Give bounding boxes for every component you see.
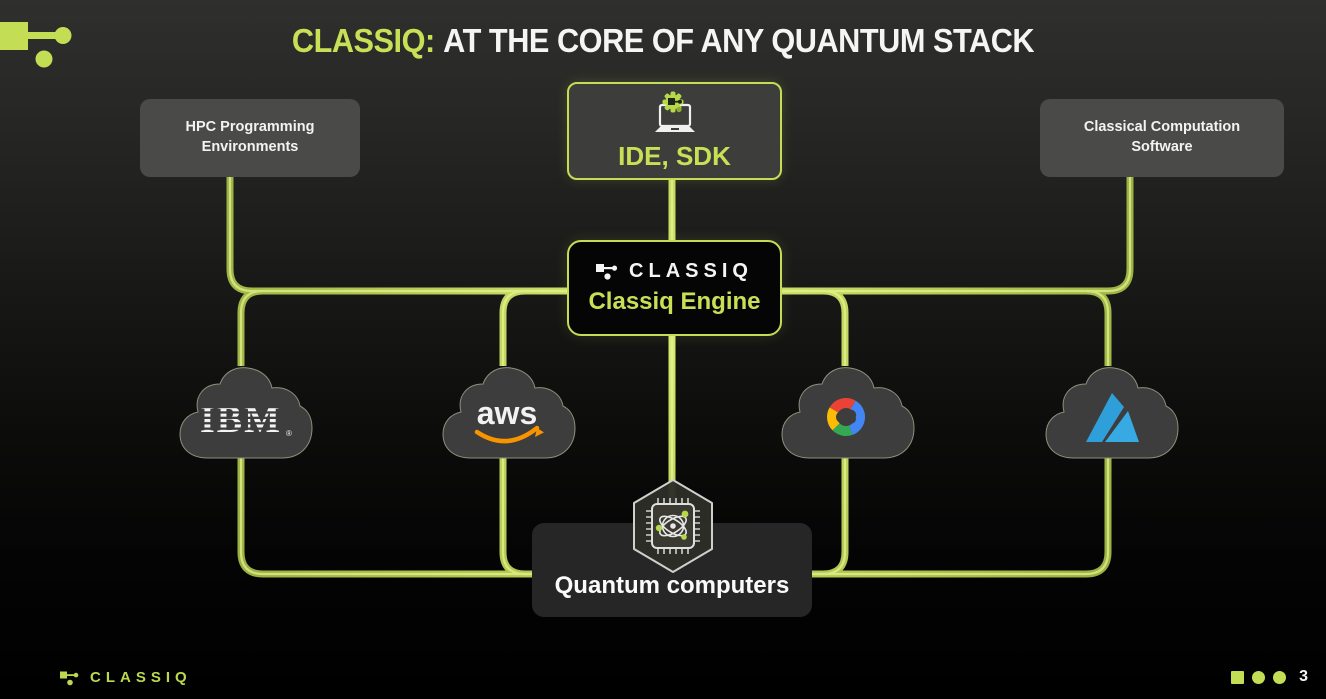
node-classical-label: Classical Computation Software	[1083, 119, 1241, 155]
ibm-logo-text: IBM	[200, 399, 282, 441]
page-number: 3	[1299, 668, 1308, 685]
cloud-shape-icon	[442, 367, 576, 459]
gear-icon	[662, 91, 683, 112]
node-classiq-engine: CLASSIQ Classiq Engine	[567, 240, 782, 336]
classiq-mark-icon	[596, 264, 618, 280]
google-cloud-logo-icon	[827, 398, 866, 437]
ibm-cloud: IBM ®	[174, 362, 314, 466]
quantum-chip-hexagon-icon	[633, 479, 713, 573]
title-brand: CLASSIQ:	[291, 22, 435, 59]
azure-logo-icon	[1086, 393, 1139, 442]
pagination-dot	[1252, 670, 1266, 684]
node-hpc-label: HPC Programming Environments	[185, 119, 315, 155]
aws-logo-icon: aws	[474, 395, 544, 444]
laptop-gear-icon	[654, 91, 695, 132]
classiq-brand-word: CLASSIQ	[629, 260, 753, 282]
ibm-registered-mark: ®	[286, 429, 292, 438]
title-text: AT THE CORE OF ANY QUANTUM STACK	[443, 22, 1035, 59]
classiq-mark-icon	[60, 671, 79, 685]
node-ide-label: IDE, SDK	[618, 140, 731, 171]
node-ide-sdk: IDE, SDK	[567, 82, 782, 180]
node-classical-software: Classical Computation Software	[1040, 99, 1284, 177]
footer-classiq-logo: CLASSIQ	[60, 669, 192, 686]
google-cloud	[776, 362, 916, 466]
azure-cloud	[1040, 362, 1180, 466]
aws-smile-arrow	[474, 425, 540, 444]
pagination: 3	[1231, 668, 1308, 686]
aws-logo-text: aws	[477, 395, 537, 431]
pagination-dot	[1273, 670, 1287, 684]
footer-brand-word: CLASSIQ	[90, 669, 192, 686]
ibm-logo-icon: IBM ®	[200, 399, 292, 441]
node-engine-label: Classiq Engine	[588, 288, 761, 315]
pagination-square	[1231, 670, 1245, 684]
page-title: CLASSIQ:AT THE CORE OF ANY QUANTUM STACK	[46, 22, 1279, 60]
node-hpc-environments: HPC Programming Environments	[140, 99, 360, 177]
aws-cloud: aws	[437, 362, 577, 466]
node-quantum-label: Quantum computers	[554, 572, 790, 599]
classiq-brand: CLASSIQ	[596, 260, 753, 283]
classiq-corner-logo-icon	[0, 22, 72, 68]
cloud-shape-icon	[179, 367, 313, 459]
